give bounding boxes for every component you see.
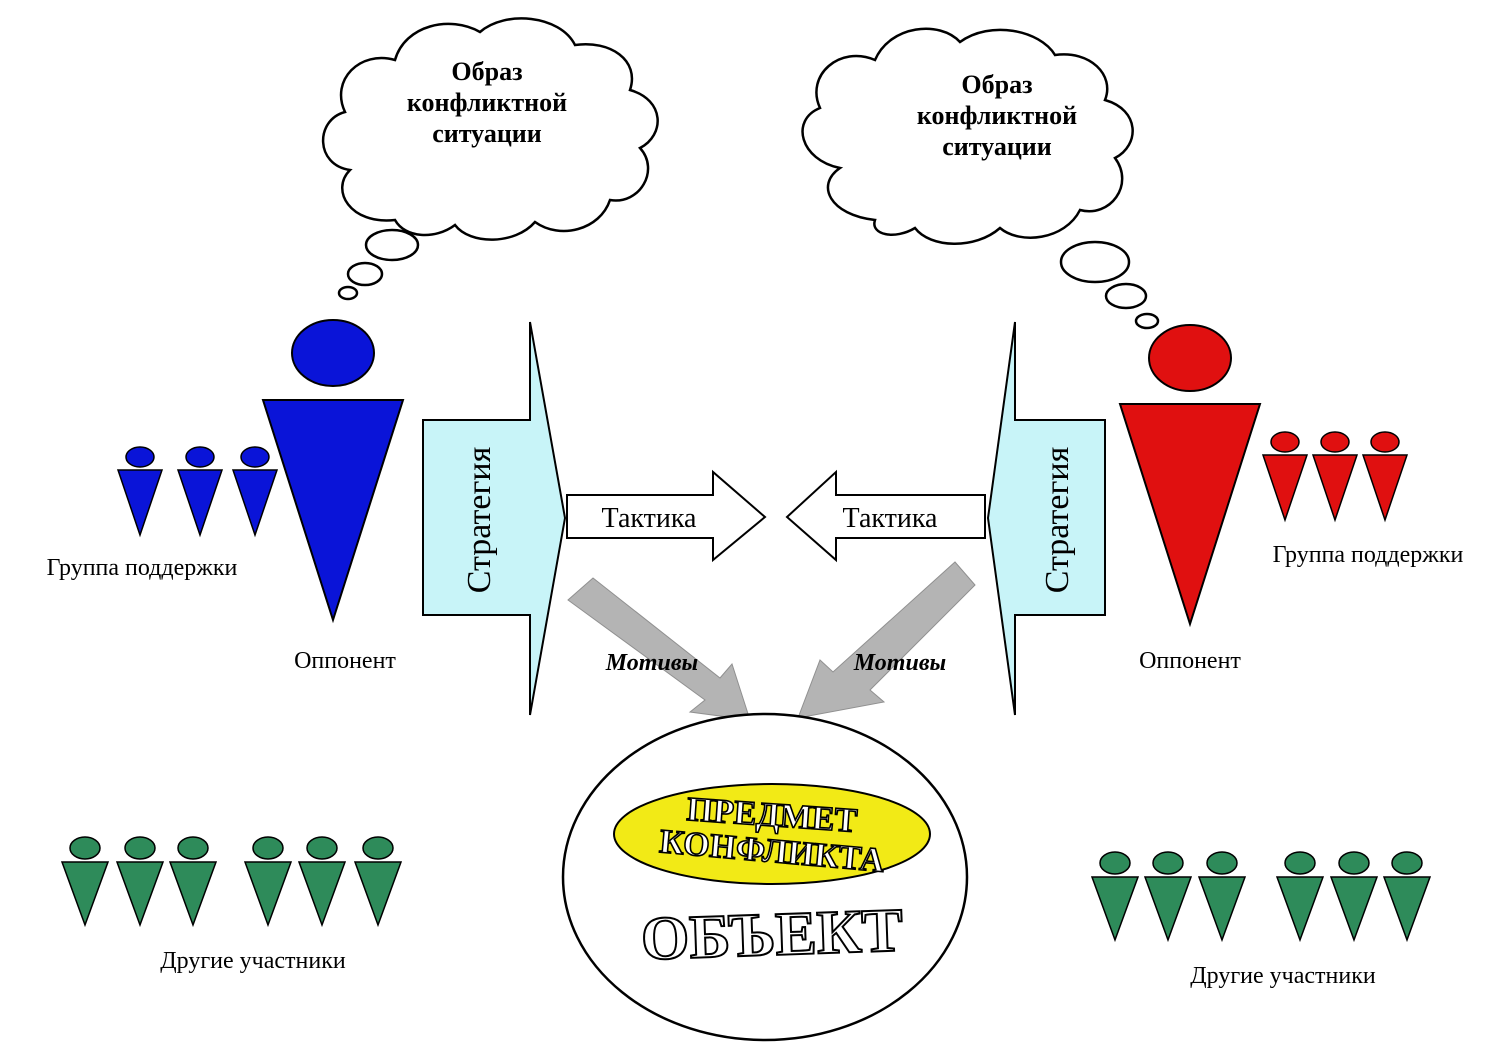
tactics-left-label: Тактика <box>602 503 697 534</box>
motives-arrow-left <box>567 577 751 721</box>
others-left-figure <box>115 836 165 928</box>
thought-cloud-left <box>321 17 659 301</box>
support-left-label: Группа поддержки <box>47 555 238 581</box>
motives-left-label: Мотивы <box>605 650 698 676</box>
opponent-left-label: Оппонент <box>294 648 396 674</box>
cloud-shape-right <box>801 27 1134 245</box>
object-label: ОБЪЕКТ <box>640 896 904 973</box>
thought-bubble-left-2 <box>346 261 384 287</box>
tactics-arrow-right-shape <box>785 469 986 563</box>
others-right-figure <box>1275 851 1325 943</box>
thought-text-right: Образ конфликтной ситуации <box>917 70 1077 161</box>
thought-bubble-right-1 <box>1059 240 1131 284</box>
others-right-label: Другие участники <box>1190 963 1376 989</box>
subject-ellipse <box>613 783 931 885</box>
others-left-label: Другие участники <box>160 948 346 974</box>
others-right-figure <box>1143 851 1193 943</box>
opponent-left-body <box>261 399 405 624</box>
opponent-right-label: Оппонент <box>1139 648 1241 674</box>
thought-right-line-3: ситуации <box>942 132 1052 161</box>
strategy-arrow-left-shape <box>422 321 567 716</box>
support-group-left <box>116 446 279 538</box>
thought-left-line-2: конфликтной <box>407 88 567 117</box>
opponent-left-figure <box>261 319 405 624</box>
others-left-figure <box>60 836 110 928</box>
support-right-figure <box>1261 431 1309 523</box>
tactics-arrow-left-shape <box>566 469 767 563</box>
tactics-arrow-right: Тактика <box>785 469 986 563</box>
opponent-left-head <box>291 319 375 387</box>
thought-right-line-1: Образ <box>961 70 1032 99</box>
strategy-arrow-left: Стратегия <box>422 321 567 716</box>
strategy-arrow-right: Стратегия <box>986 321 1106 716</box>
thought-text-left: Образ конфликтной ситуации <box>407 57 567 148</box>
tactics-arrow-left: Тактика <box>566 469 767 563</box>
others-group-right <box>1090 851 1432 943</box>
thought-bubble-right-2 <box>1104 282 1148 310</box>
others-left-figure <box>353 836 403 928</box>
thought-right-line-2: конфликтной <box>917 101 1077 130</box>
thought-left-line-1: Образ <box>451 57 522 86</box>
others-left-figure <box>243 836 293 928</box>
others-left-figure <box>168 836 218 928</box>
strategy-arrow-right-shape <box>986 321 1106 716</box>
strategy-right-label: Стратегия <box>1039 446 1076 593</box>
thought-left-line-3: ситуации <box>432 119 542 148</box>
support-left-figure <box>176 446 224 538</box>
support-group-right <box>1261 431 1409 523</box>
opponent-right-body <box>1118 403 1262 628</box>
support-right-figure <box>1311 431 1359 523</box>
cloud-shape-left <box>321 17 659 241</box>
others-right-figure <box>1197 851 1247 943</box>
motives-arrow-right <box>797 561 976 719</box>
thought-bubble-left-1 <box>364 228 420 262</box>
opponent-right-figure <box>1118 324 1262 628</box>
opponent-right-head <box>1148 324 1232 392</box>
strategy-left-label: Стратегия <box>461 446 498 593</box>
tactics-right-label: Тактика <box>843 503 938 534</box>
support-left-figure <box>116 446 164 538</box>
others-group-left <box>60 836 403 928</box>
thought-bubble-right-3 <box>1134 312 1160 330</box>
subject-label: ПРЕДМЕТ КОНФЛИКТА <box>657 790 887 880</box>
support-right-figure <box>1361 431 1409 523</box>
others-right-figure <box>1382 851 1432 943</box>
support-right-label: Группа поддержки <box>1273 542 1464 568</box>
others-right-figure <box>1090 851 1140 943</box>
others-left-figure <box>297 836 347 928</box>
motives-right-label: Мотивы <box>853 650 946 676</box>
thought-bubble-left-3 <box>337 285 359 301</box>
thought-cloud-right <box>801 27 1160 330</box>
others-right-figure <box>1329 851 1379 943</box>
support-left-figure <box>231 446 279 538</box>
